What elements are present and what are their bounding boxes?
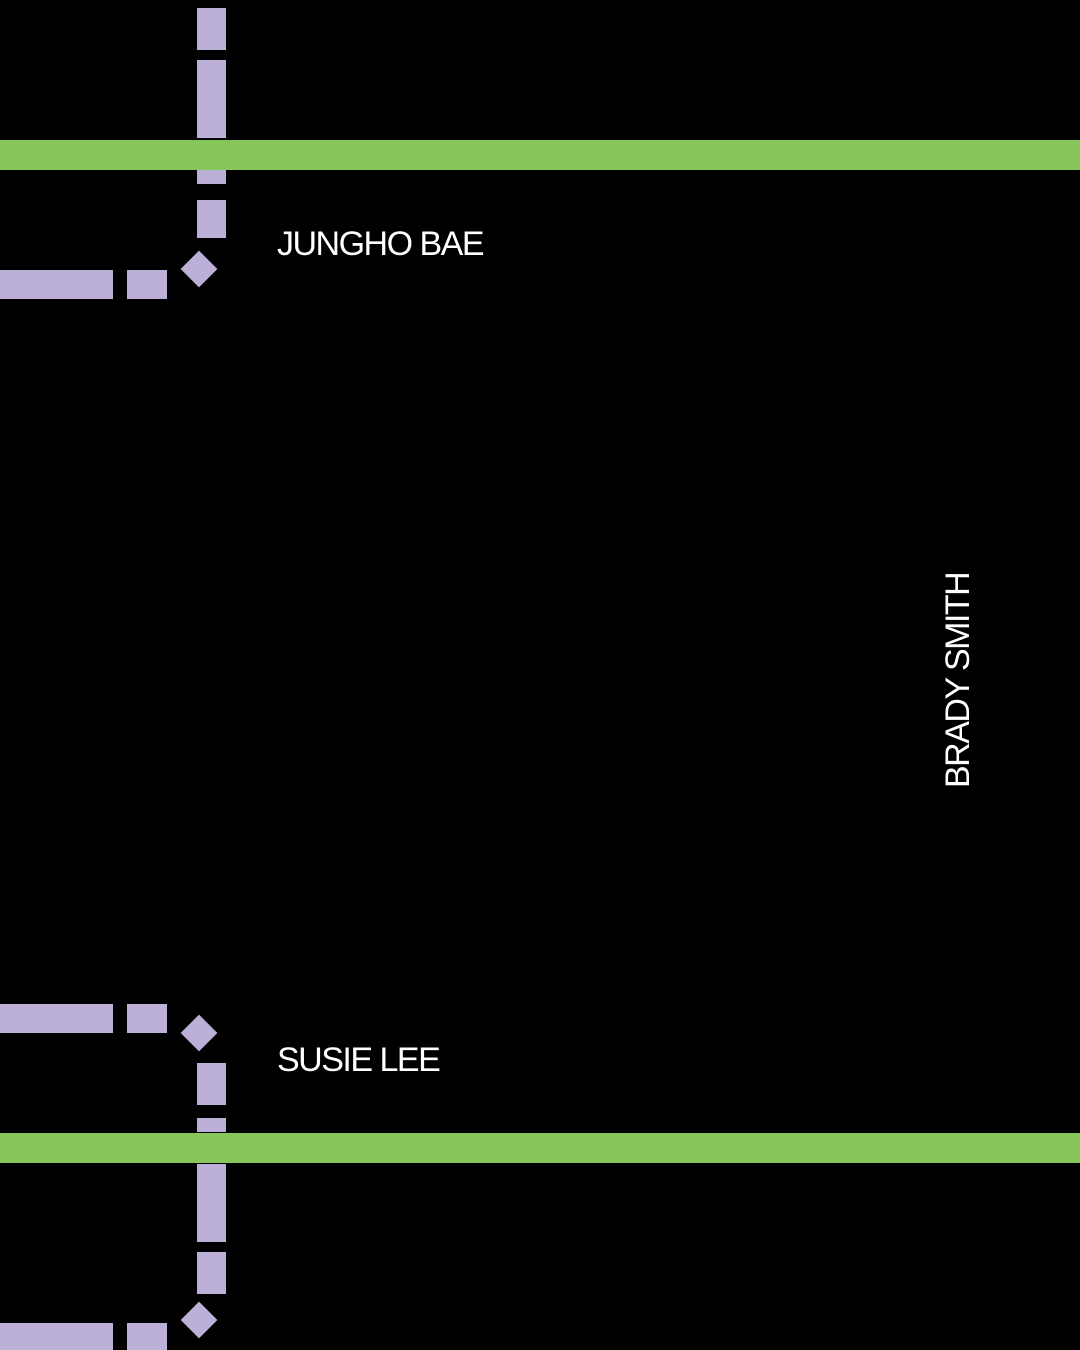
bottom-green-bar [0, 1133, 1080, 1163]
top-path-dash [197, 8, 226, 50]
top-path-dash [127, 270, 167, 299]
name-bottom: SUSIE LEE [277, 1041, 441, 1079]
top-green-bar [0, 140, 1080, 170]
name-top: JUNGHO BAE [277, 225, 485, 263]
top-path-dash [197, 60, 226, 138]
top-path-dash [197, 170, 226, 184]
bottom-path-diamond-node [180, 1014, 218, 1052]
top-path-dash [197, 200, 226, 238]
bottom-path-dash [197, 1063, 226, 1105]
name-right: BRADY SMITH [939, 572, 977, 788]
bottom-path-diamond-node [180, 1301, 218, 1339]
bottom-path-dash [197, 1164, 226, 1242]
bottom-path-dash [0, 1323, 113, 1350]
bottom-path-dash [0, 1004, 113, 1033]
bottom-path-dash [127, 1323, 167, 1350]
top-path-diamond-node [180, 250, 218, 288]
bottom-path-dash [197, 1118, 226, 1132]
bottom-path-dash [197, 1252, 226, 1294]
bottom-path-dash [127, 1004, 167, 1033]
top-path-dash [0, 270, 113, 299]
